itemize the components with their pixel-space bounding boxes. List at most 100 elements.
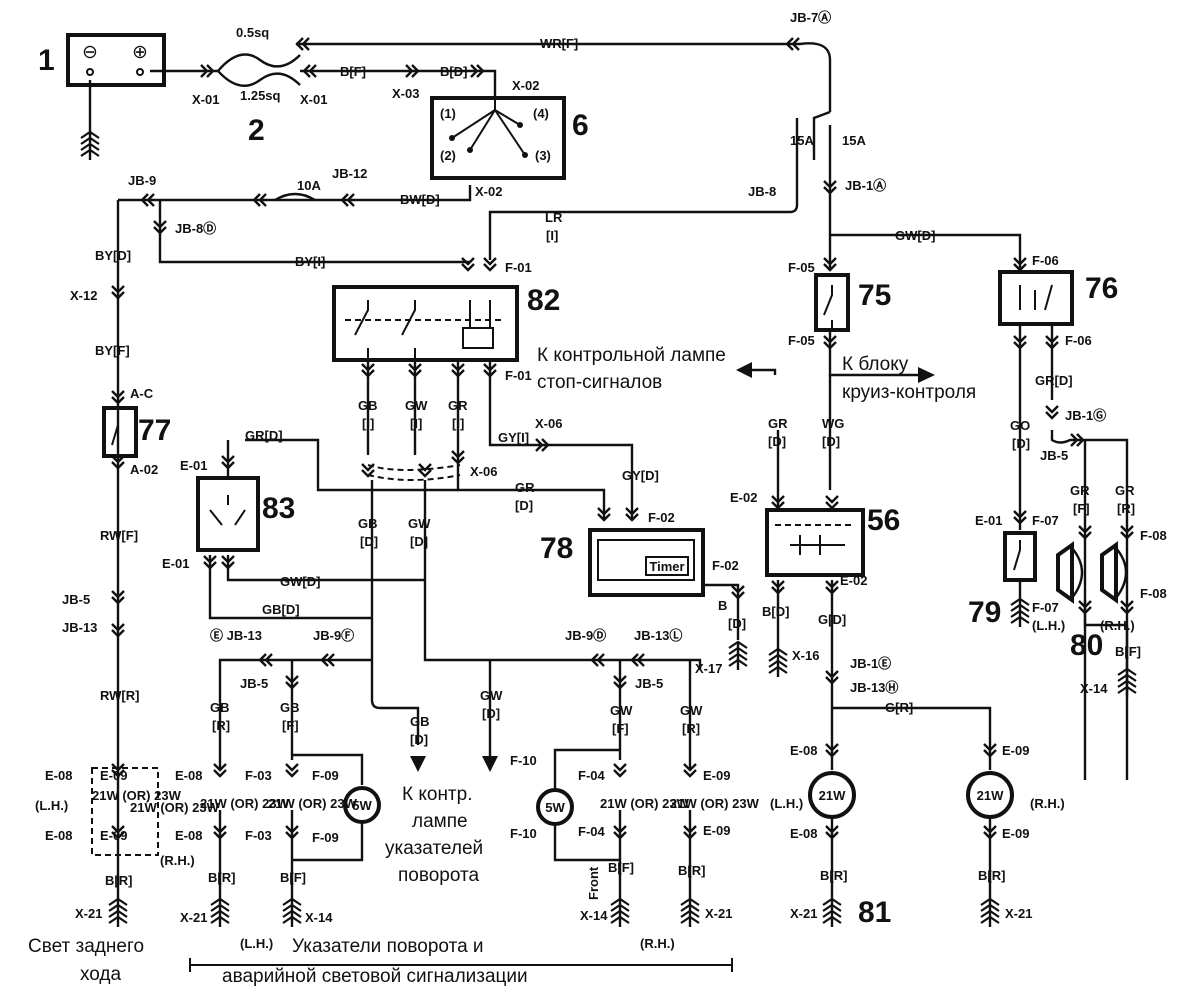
svg-text:B[F]: B[F] — [340, 64, 366, 79]
svg-text:21W (OR) 23W: 21W (OR) 23W — [200, 796, 290, 811]
svg-text:B[R]: B[R] — [678, 863, 705, 878]
svg-text:1.25sq: 1.25sq — [240, 88, 281, 103]
relay-75 — [814, 273, 850, 332]
svg-text:GR: GR — [1070, 483, 1090, 498]
label-81: 81 — [858, 896, 891, 929]
bulb-5w-front — [536, 788, 574, 826]
svg-text:F-06: F-06 — [1032, 253, 1059, 268]
svg-text:JB-8: JB-8 — [748, 184, 776, 199]
relay-76 — [998, 270, 1074, 326]
svg-text:BW[D]: BW[D] — [400, 192, 440, 207]
svg-text:[D]: [D] — [768, 434, 786, 449]
svg-text:Front: Front — [586, 866, 601, 900]
svg-text:GY[D]: GY[D] — [622, 468, 659, 483]
svg-text:B[R]: B[R] — [105, 873, 132, 888]
svg-text:GW: GW — [480, 688, 503, 703]
svg-text:F-08: F-08 — [1140, 586, 1167, 601]
svg-text:GR: GR — [768, 416, 788, 431]
svg-text:A-02: A-02 — [130, 462, 158, 477]
battery-plus-icon: ⊕ — [132, 42, 148, 63]
svg-text:JB-12: JB-12 — [332, 166, 367, 181]
svg-text:15A: 15A — [842, 133, 866, 148]
svg-text:B[F]: B[F] — [280, 870, 306, 885]
svg-text:E-08: E-08 — [45, 828, 72, 843]
label-75: 75 — [858, 279, 891, 312]
svg-text:X-02: X-02 — [475, 184, 502, 199]
svg-text:E-08: E-08 — [790, 743, 817, 758]
svg-text:GB: GB — [410, 714, 430, 729]
svg-text:JB-8Ⓓ: JB-8Ⓓ — [175, 221, 216, 236]
caption-cruise-line2: круиз-контроля — [842, 382, 976, 403]
caption-turn-lamp-line1: К контр. — [402, 784, 472, 805]
svg-text:B[F]: B[F] — [1115, 644, 1141, 659]
svg-text:F-04: F-04 — [578, 824, 606, 839]
svg-text:F-06: F-06 — [1065, 333, 1092, 348]
svg-text:E-01: E-01 — [180, 458, 207, 473]
svg-text:BY[I]: BY[I] — [295, 254, 325, 269]
svg-text:5W: 5W — [545, 800, 565, 815]
svg-text:GB: GB — [210, 700, 230, 715]
svg-text:X-14: X-14 — [580, 908, 608, 923]
caption-cruise-line1: К блоку — [842, 354, 909, 375]
svg-text:(R.H.): (R.H.) — [1030, 796, 1065, 811]
svg-text:F-05: F-05 — [788, 333, 815, 348]
svg-text:F-07: F-07 — [1032, 600, 1059, 615]
fuse-link — [199, 36, 318, 87]
svg-text:F-09: F-09 — [312, 830, 339, 845]
svg-text:X-01: X-01 — [300, 92, 327, 107]
svg-text:(3): (3) — [535, 148, 551, 163]
svg-text:E-09: E-09 — [703, 823, 730, 838]
svg-text:(R.H.): (R.H.) — [1100, 618, 1135, 633]
svg-text:GR[D]: GR[D] — [245, 428, 283, 443]
svg-text:E-09: E-09 — [1002, 826, 1029, 841]
svg-text:B[D]: B[D] — [762, 604, 789, 619]
ground-icon — [821, 897, 843, 929]
svg-text:0.5sq: 0.5sq — [236, 25, 269, 40]
svg-text:E-08: E-08 — [790, 826, 817, 841]
reverse-switch — [102, 406, 138, 458]
svg-text:X-14: X-14 — [305, 910, 333, 925]
svg-text:X-21: X-21 — [75, 906, 102, 921]
svg-text:X-01: X-01 — [192, 92, 219, 107]
svg-text:[R]: [R] — [212, 718, 230, 733]
label-83: 83 — [262, 492, 295, 525]
svg-text:JB-7Ⓐ: JB-7Ⓐ — [790, 10, 831, 25]
svg-text:21W (OR) 23W: 21W (OR) 23W — [670, 796, 760, 811]
svg-text:JB-13Ⓛ: JB-13Ⓛ — [634, 628, 682, 643]
svg-text:F-08: F-08 — [1140, 528, 1167, 543]
svg-text:F-07: F-07 — [1032, 513, 1059, 528]
caption-hazard-line2: аварийной световой сигнализации — [222, 966, 528, 987]
battery: ⊖ ⊕ — [66, 33, 166, 87]
svg-text:[R]: [R] — [1117, 501, 1135, 516]
svg-text:GW: GW — [680, 703, 703, 718]
svg-text:JB-1Ⓐ: JB-1Ⓐ — [845, 178, 886, 193]
svg-text:F-04: F-04 — [578, 768, 606, 783]
svg-text:21W (OR) 23W: 21W (OR) 23W — [600, 796, 690, 811]
svg-text:E-08: E-08 — [175, 828, 202, 843]
svg-text:21W (OR) 23W: 21W (OR) 23W — [92, 788, 182, 803]
ground-icon — [79, 130, 101, 162]
svg-text:(R.H.): (R.H.) — [160, 853, 195, 868]
ground-icon — [979, 897, 1001, 929]
svg-text:JB-5: JB-5 — [1040, 448, 1068, 463]
caption-turn-lamp-line2: лампе — [412, 811, 468, 832]
svg-text:(L.H.): (L.H.) — [1032, 618, 1065, 633]
svg-text:E-01: E-01 — [162, 556, 189, 571]
label-82: 82 — [527, 284, 560, 317]
svg-text:GO: GO — [1010, 418, 1030, 433]
label-76: 76 — [1085, 272, 1118, 305]
svg-text:GW: GW — [610, 703, 633, 718]
svg-text:5W: 5W — [352, 798, 372, 813]
svg-text:G[D]: G[D] — [818, 612, 846, 627]
caption-reverse-line2: хода — [80, 964, 122, 985]
svg-text:RW[F]: RW[F] — [100, 528, 138, 543]
stop-lamp-relay: Timer — [588, 528, 705, 597]
caption-turn-lamp-line3: указателей — [385, 838, 483, 859]
captions: К контрольной лампе стоп-сигналов К блок… — [28, 345, 976, 987]
svg-text:X-12: X-12 — [70, 288, 97, 303]
labels: 0.5sq 1.25sq (1) (2) (4) (3) 10A 15A 15A… — [35, 10, 1167, 951]
svg-text:E-09: E-09 — [100, 768, 127, 783]
arrow-left-icon — [736, 362, 752, 378]
label-56: 56 — [867, 504, 900, 537]
